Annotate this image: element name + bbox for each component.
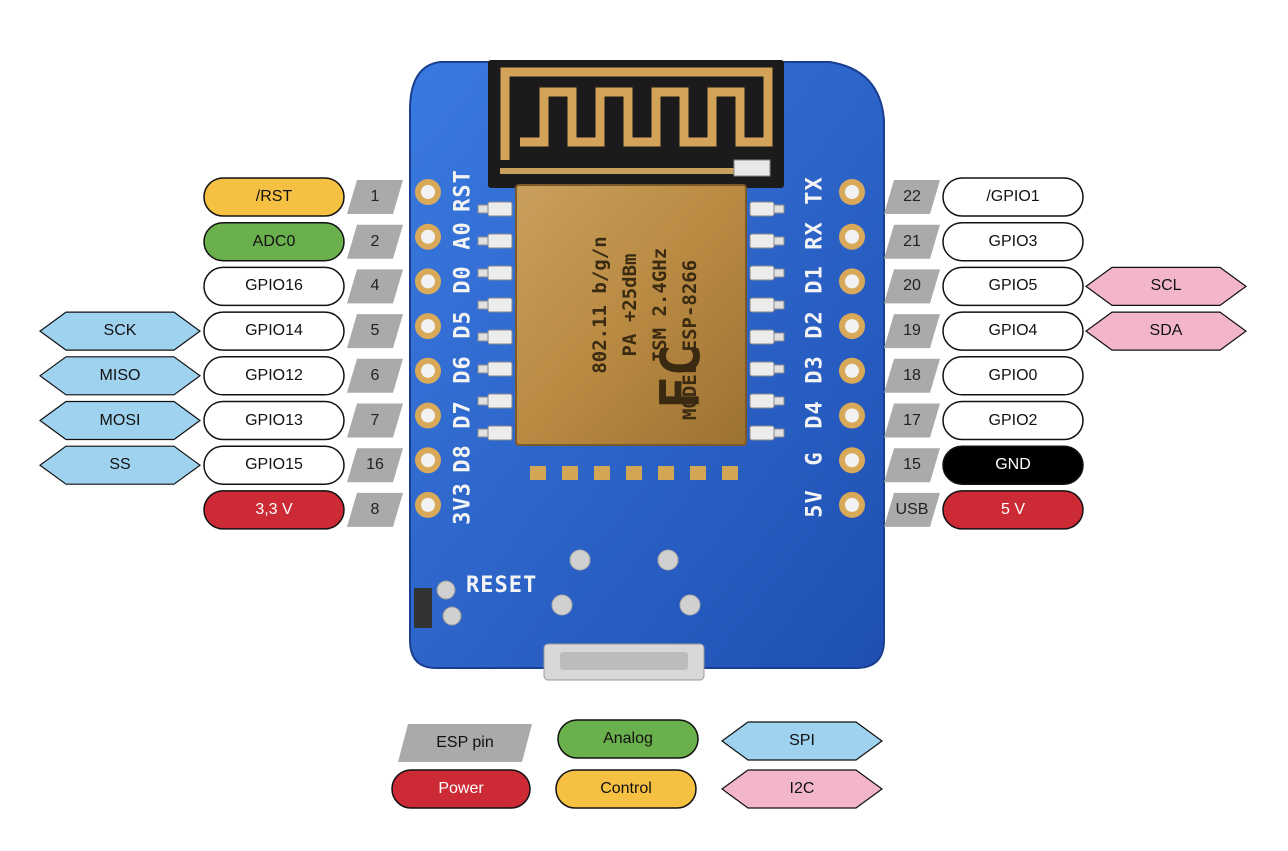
fcc-mark: FC (649, 343, 713, 410)
left-pin-6-spi-tag (38, 445, 202, 485)
left-pin-4-spi-tag (38, 356, 202, 396)
silk-left-5: D7 (450, 399, 476, 429)
left-pin-1-esp-tag (347, 224, 403, 259)
left-pin-0-pill (203, 177, 345, 217)
right-pin-5-pill (942, 400, 1084, 441)
right-pin-3-i2c-tag (1084, 311, 1248, 351)
right-pin-4-esp-tag (884, 358, 940, 393)
silk-right-0: TX (802, 176, 828, 205)
left-pin-3-esp-tag (347, 314, 403, 349)
silk-left-3: D5 (450, 310, 476, 339)
left-pin-3-spi-tag (38, 311, 202, 351)
right-pin-3-esp-tag (884, 314, 940, 349)
silk-right-1: RX (802, 220, 828, 250)
left-pin-3-pill (203, 311, 345, 351)
left-pin-6-esp-tag (347, 448, 403, 483)
right-pin-1-esp-tag (884, 224, 940, 259)
left-pin-5-spi-tag (38, 400, 202, 441)
silk-left-6: D8 (450, 444, 476, 473)
chip-line-3: 802.11 b/g/n (589, 236, 611, 374)
left-pin-5-pill (203, 400, 345, 441)
legend-shapes (391, 719, 884, 809)
right-pin-0-pill (942, 177, 1084, 217)
right-pin-6-esp-tag (884, 448, 940, 483)
left-pin-5-esp-tag (347, 403, 403, 438)
right-pin-2-i2c-tag (1084, 266, 1248, 306)
right-pin-3-pill (942, 311, 1084, 351)
legend-analog-shape (557, 719, 699, 759)
right-pin-0-esp-tag (884, 180, 940, 214)
silk-left-2: D0 (450, 265, 476, 295)
right-pin-4-pill (942, 356, 1084, 396)
silk-left-7: 3V3 (450, 482, 476, 525)
right-pin-2-pill (942, 266, 1084, 307)
left-pin-2-esp-tag (347, 269, 403, 304)
left-pin-4-pill (203, 356, 345, 396)
silk-left-0: RST (450, 169, 476, 212)
legend-esp-shape (398, 724, 532, 762)
left-pin-7-pill (203, 490, 345, 530)
silk-right-2: D1 (802, 265, 828, 295)
left-pin-0-esp-tag (347, 180, 403, 214)
legend-i2c-shape (720, 769, 884, 809)
legend-spi-shape (720, 721, 884, 761)
silk-right-6: G (802, 451, 828, 466)
d1-mini-board (409, 60, 885, 681)
legend-power-shape (391, 769, 531, 809)
chip-line-2: PA +25dBm (619, 253, 641, 357)
silk-left-4: D6 (450, 355, 476, 384)
pin-shapes (38, 177, 1248, 530)
left-pin-7-esp-tag (347, 492, 403, 527)
reset-silkscreen: RESET (466, 573, 538, 598)
left-pin-2-pill (203, 266, 345, 307)
right-pin-7-esp-tag (884, 492, 940, 527)
right-pin-2-esp-tag (884, 269, 940, 304)
silk-right-5: D4 (802, 399, 828, 429)
right-pin-6-pill (942, 445, 1084, 485)
silk-right-7: 5V (802, 489, 828, 518)
right-pin-1-pill (942, 221, 1084, 262)
left-pin-4-esp-tag (347, 358, 403, 393)
silk-left-1: A0 (450, 220, 476, 250)
right-pin-5-esp-tag (884, 403, 940, 438)
left-pin-1-pill (203, 221, 345, 262)
silk-right-3: D2 (802, 310, 828, 339)
silk-right-4: D3 (802, 355, 828, 384)
legend-control-shape (555, 769, 697, 809)
right-pin-7-pill (942, 490, 1084, 530)
left-pin-6-pill (203, 445, 345, 485)
